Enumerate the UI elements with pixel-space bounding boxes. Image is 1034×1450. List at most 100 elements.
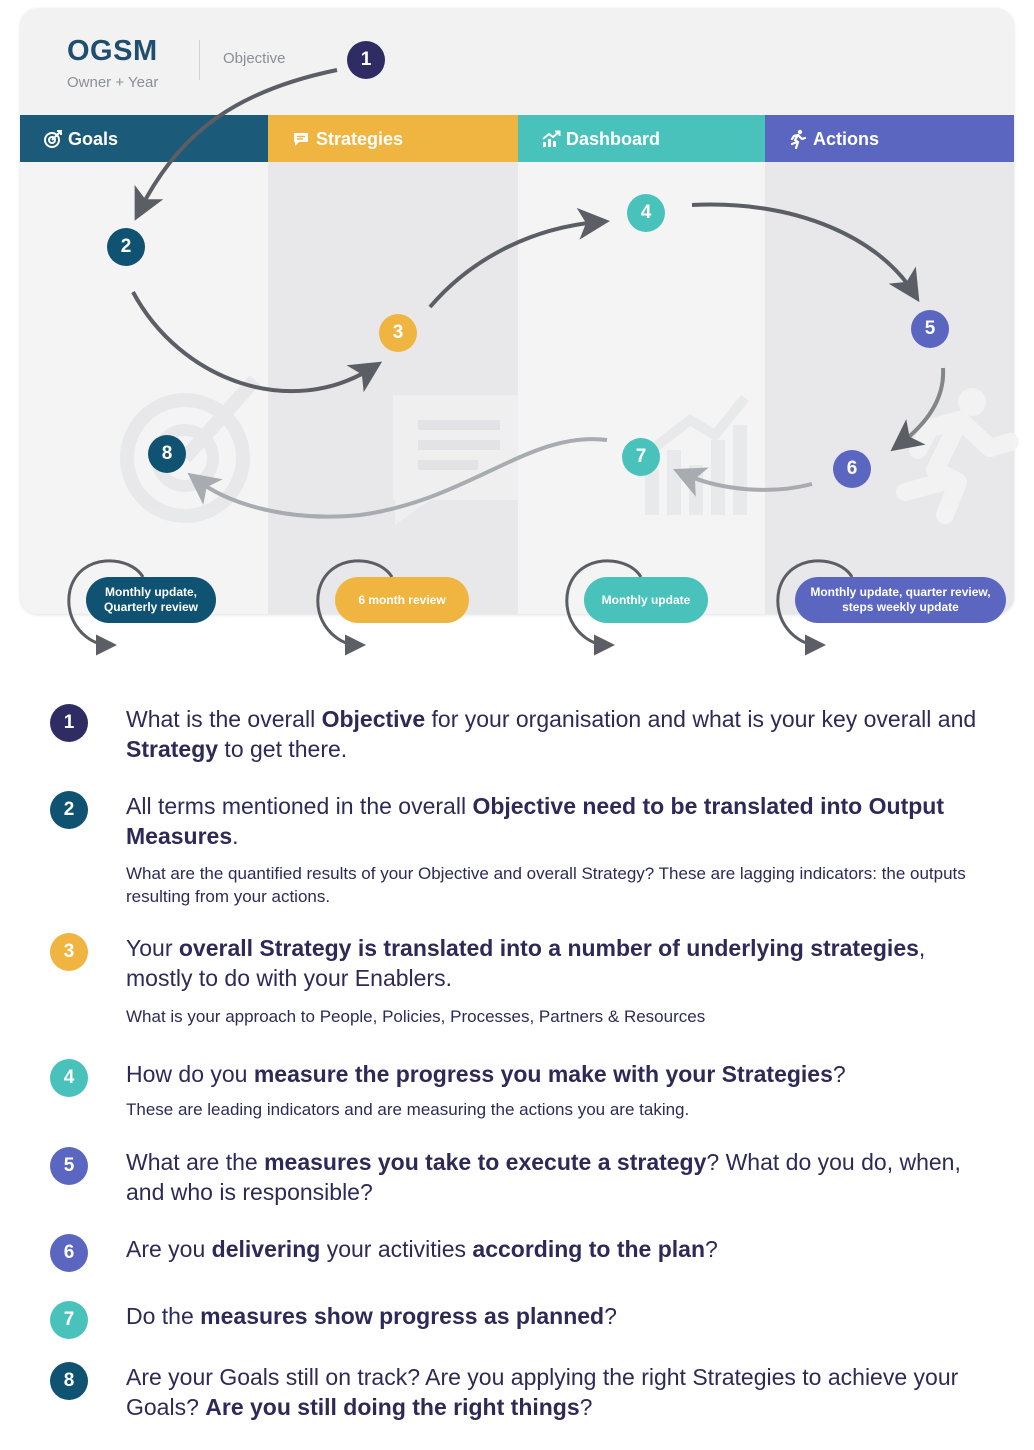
arrow-6-to-7 (673, 467, 813, 497)
column-body-dashboard (518, 162, 765, 614)
text-run: , mostly to do with your Enablers. (126, 935, 926, 991)
column-label-strategies: Strategies (316, 128, 404, 149)
emphasis-text: delivering (211, 1236, 321, 1262)
item-main-text: Are your Goals still on track? Are you a… (126, 1362, 986, 1422)
cadence-actions-line2: steps weekly update (842, 600, 959, 614)
column-label-dashboard: Dashboard (566, 128, 661, 149)
item-number-badge: 4 (50, 1059, 88, 1097)
board-title: OGSM (67, 35, 158, 67)
runner-watermark-icon (896, 388, 1019, 524)
item-main-text: Are you delivering your activities accor… (126, 1234, 986, 1264)
text-run: ? (832, 1061, 846, 1087)
flow-badge-7: 7 (622, 438, 660, 476)
item-number-badge: 6 (50, 1234, 88, 1272)
text-run: . (232, 823, 239, 849)
item-main-text: Your overall Strategy is translated into… (126, 933, 986, 993)
item-main-text: Do the measures show progress as planned… (126, 1301, 986, 1331)
emphasis-text: measure the progress you make with your … (253, 1061, 833, 1087)
board-subtitle: Owner + Year (67, 74, 159, 91)
column-header-goals: Goals (20, 115, 268, 162)
item-number-badge: 2 (50, 791, 88, 829)
column-body-strategies (268, 162, 518, 614)
text-run: Do the (126, 1303, 201, 1329)
emphasis-text: overall Strategy is translated into a nu… (178, 935, 919, 961)
running-person-icon (787, 128, 809, 150)
text-run: to get there. (218, 736, 348, 762)
cadence-pill-dashboard: Monthly update (584, 577, 708, 623)
item-number-badge: 3 (50, 933, 88, 971)
chart-icon (540, 128, 562, 150)
emphasis-text: Objective (321, 706, 426, 732)
text-run: How do you (126, 1061, 254, 1087)
board-header: OGSM Owner + Year Objective (20, 8, 1014, 115)
cadence-pill-strategies: 6 month review (335, 577, 469, 623)
emphasis-text: measures show progress as planned (200, 1303, 605, 1329)
objective-label: Objective (223, 50, 286, 67)
item-main-text: What are the measures you take to execut… (126, 1147, 986, 1207)
text-run: What are the (126, 1149, 265, 1175)
text-run: Are your Goals still on track? Are you a… (126, 1364, 959, 1420)
emphasis-text: Strategy (126, 736, 219, 762)
chat-icon (290, 128, 312, 150)
column-header-dashboard: Dashboard (518, 115, 765, 162)
flow-badge-4: 4 (627, 194, 665, 232)
flow-badge-3: 3 (379, 314, 417, 352)
column-label-actions: Actions (813, 128, 880, 149)
text-run: All terms mentioned in the overall (126, 793, 473, 819)
text-run: Are you (126, 1236, 212, 1262)
item-number-badge: 5 (50, 1147, 88, 1185)
flow-badge-2: 2 (107, 228, 145, 266)
target-watermark-icon (120, 375, 261, 523)
item-sub-text: These are leading indicators and are mea… (126, 1100, 690, 1119)
column-header-strategies: Strategies (268, 115, 518, 162)
column-body-actions (765, 162, 1014, 614)
item-sub-text: What is your approach to People, Policie… (126, 1007, 706, 1026)
flow-badge-1: 1 (347, 41, 385, 79)
arrow-3-to-4 (428, 207, 610, 309)
chat-watermark-icon (393, 395, 518, 525)
item-number-badge: 8 (50, 1362, 88, 1400)
arrow-5-to-6 (890, 367, 946, 452)
item-number-badge: 7 (50, 1301, 88, 1339)
column-goals: Goals (20, 115, 268, 614)
flow-diagram (67, 68, 1019, 656)
emphasis-text: Objective need to be translated into Out… (126, 793, 944, 849)
target-icon (42, 128, 64, 150)
text-run: ? (705, 1236, 718, 1262)
text-run: for your organisation and what is your k… (425, 706, 977, 732)
cadence-goals-line1: Monthly update, (105, 585, 197, 599)
chart-watermark-icon (641, 394, 749, 515)
item-sub-text: What are the quantified results of your … (126, 864, 966, 906)
column-dashboard: Dashboard (518, 115, 765, 614)
cadence-dashboard-line1: Monthly update (601, 592, 691, 607)
loop-arrow-strategies (316, 559, 394, 656)
text-run: Your (126, 935, 179, 961)
text-run: ? What do you do, when, and who is respo… (126, 1149, 961, 1205)
column-header-actions: Actions (765, 115, 1014, 162)
cadence-pill-actions: Monthly update, quarter review,steps wee… (795, 577, 1006, 623)
column-strategies: Strategies (268, 115, 518, 614)
arrow-7-to-8 (187, 437, 608, 519)
column-label-goals: Goals (68, 128, 119, 149)
column-actions: Actions (765, 115, 1014, 614)
flow-badge-5: 5 (911, 310, 949, 348)
cadence-pill-goals: Monthly update,Quarterly review (86, 577, 216, 623)
item-number-badge: 1 (50, 704, 88, 742)
emphasis-text: according to the plan (472, 1236, 705, 1262)
loop-arrow-goals (67, 559, 145, 656)
item-main-text: What is the overall Objective for your o… (126, 704, 986, 764)
text-run: ? (579, 1394, 593, 1420)
text-run: What is the overall (126, 706, 322, 732)
arrow-1-to-2 (134, 68, 338, 221)
text-run: ? (604, 1303, 617, 1329)
emphasis-text: measures you take to execute a strategy (264, 1149, 707, 1175)
cadence-goals-line2: Quarterly review (103, 600, 199, 614)
flow-badge-8: 8 (148, 435, 186, 473)
header-divider (199, 40, 200, 80)
emphasis-text: Are you still doing the right things (205, 1394, 580, 1420)
text-run: your activities (320, 1236, 473, 1262)
flow-badge-6: 6 (833, 450, 871, 488)
arrow-2-to-3 (131, 291, 383, 393)
cadence-actions-line1: Monthly update, quarter review, (810, 585, 991, 599)
item-main-text: How do you measure the progress you make… (126, 1059, 986, 1089)
